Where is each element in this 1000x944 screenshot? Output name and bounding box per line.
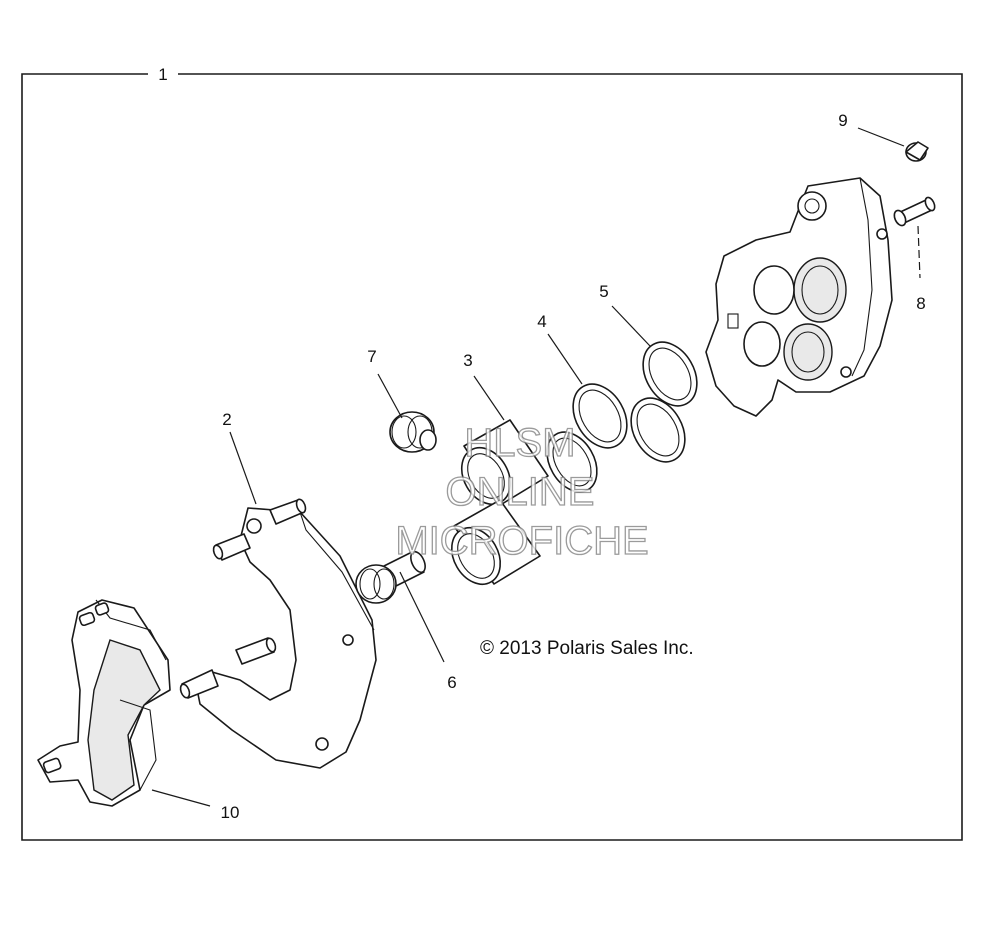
callout-9: 9 xyxy=(838,111,847,130)
slide-pin-with-boot[interactable] xyxy=(355,549,428,604)
callout-4: 4 xyxy=(537,312,546,331)
callout-10: 10 xyxy=(221,803,240,822)
watermark-line-2: ONLINE xyxy=(446,470,595,514)
pin-boot-upper[interactable] xyxy=(389,411,437,453)
callout-3: 3 xyxy=(463,351,472,370)
callout-7: 7 xyxy=(367,347,376,366)
bleeder-screw[interactable] xyxy=(892,196,936,227)
mounting-bracket[interactable] xyxy=(179,498,377,769)
watermark-line-3: MICROFICHE xyxy=(395,519,648,563)
assembly-callout-1: 1 xyxy=(158,65,167,84)
piston-seals[interactable] xyxy=(620,333,708,472)
caliper-pistons[interactable] xyxy=(442,419,549,593)
brake-pads[interactable] xyxy=(37,599,171,807)
copyright-notice: © 2013 Polaris Sales Inc. xyxy=(480,638,694,659)
assembly-frame: 1 xyxy=(21,65,963,841)
callout-8: 8 xyxy=(916,294,925,313)
watermark: HLSM ONLINE MICROFICHE xyxy=(395,420,650,563)
callout-6: 6 xyxy=(447,673,456,692)
callout-2: 2 xyxy=(222,410,231,429)
leader-lines xyxy=(151,127,921,807)
callout-5: 5 xyxy=(599,282,608,301)
caliper-body[interactable] xyxy=(705,177,893,417)
bleeder-cap[interactable] xyxy=(905,141,929,162)
watermark-line-1: HLSM xyxy=(464,421,575,465)
dust-seals[interactable] xyxy=(537,375,638,501)
callout-labels: 2 3 4 5 6 7 8 9 10 xyxy=(221,111,926,822)
